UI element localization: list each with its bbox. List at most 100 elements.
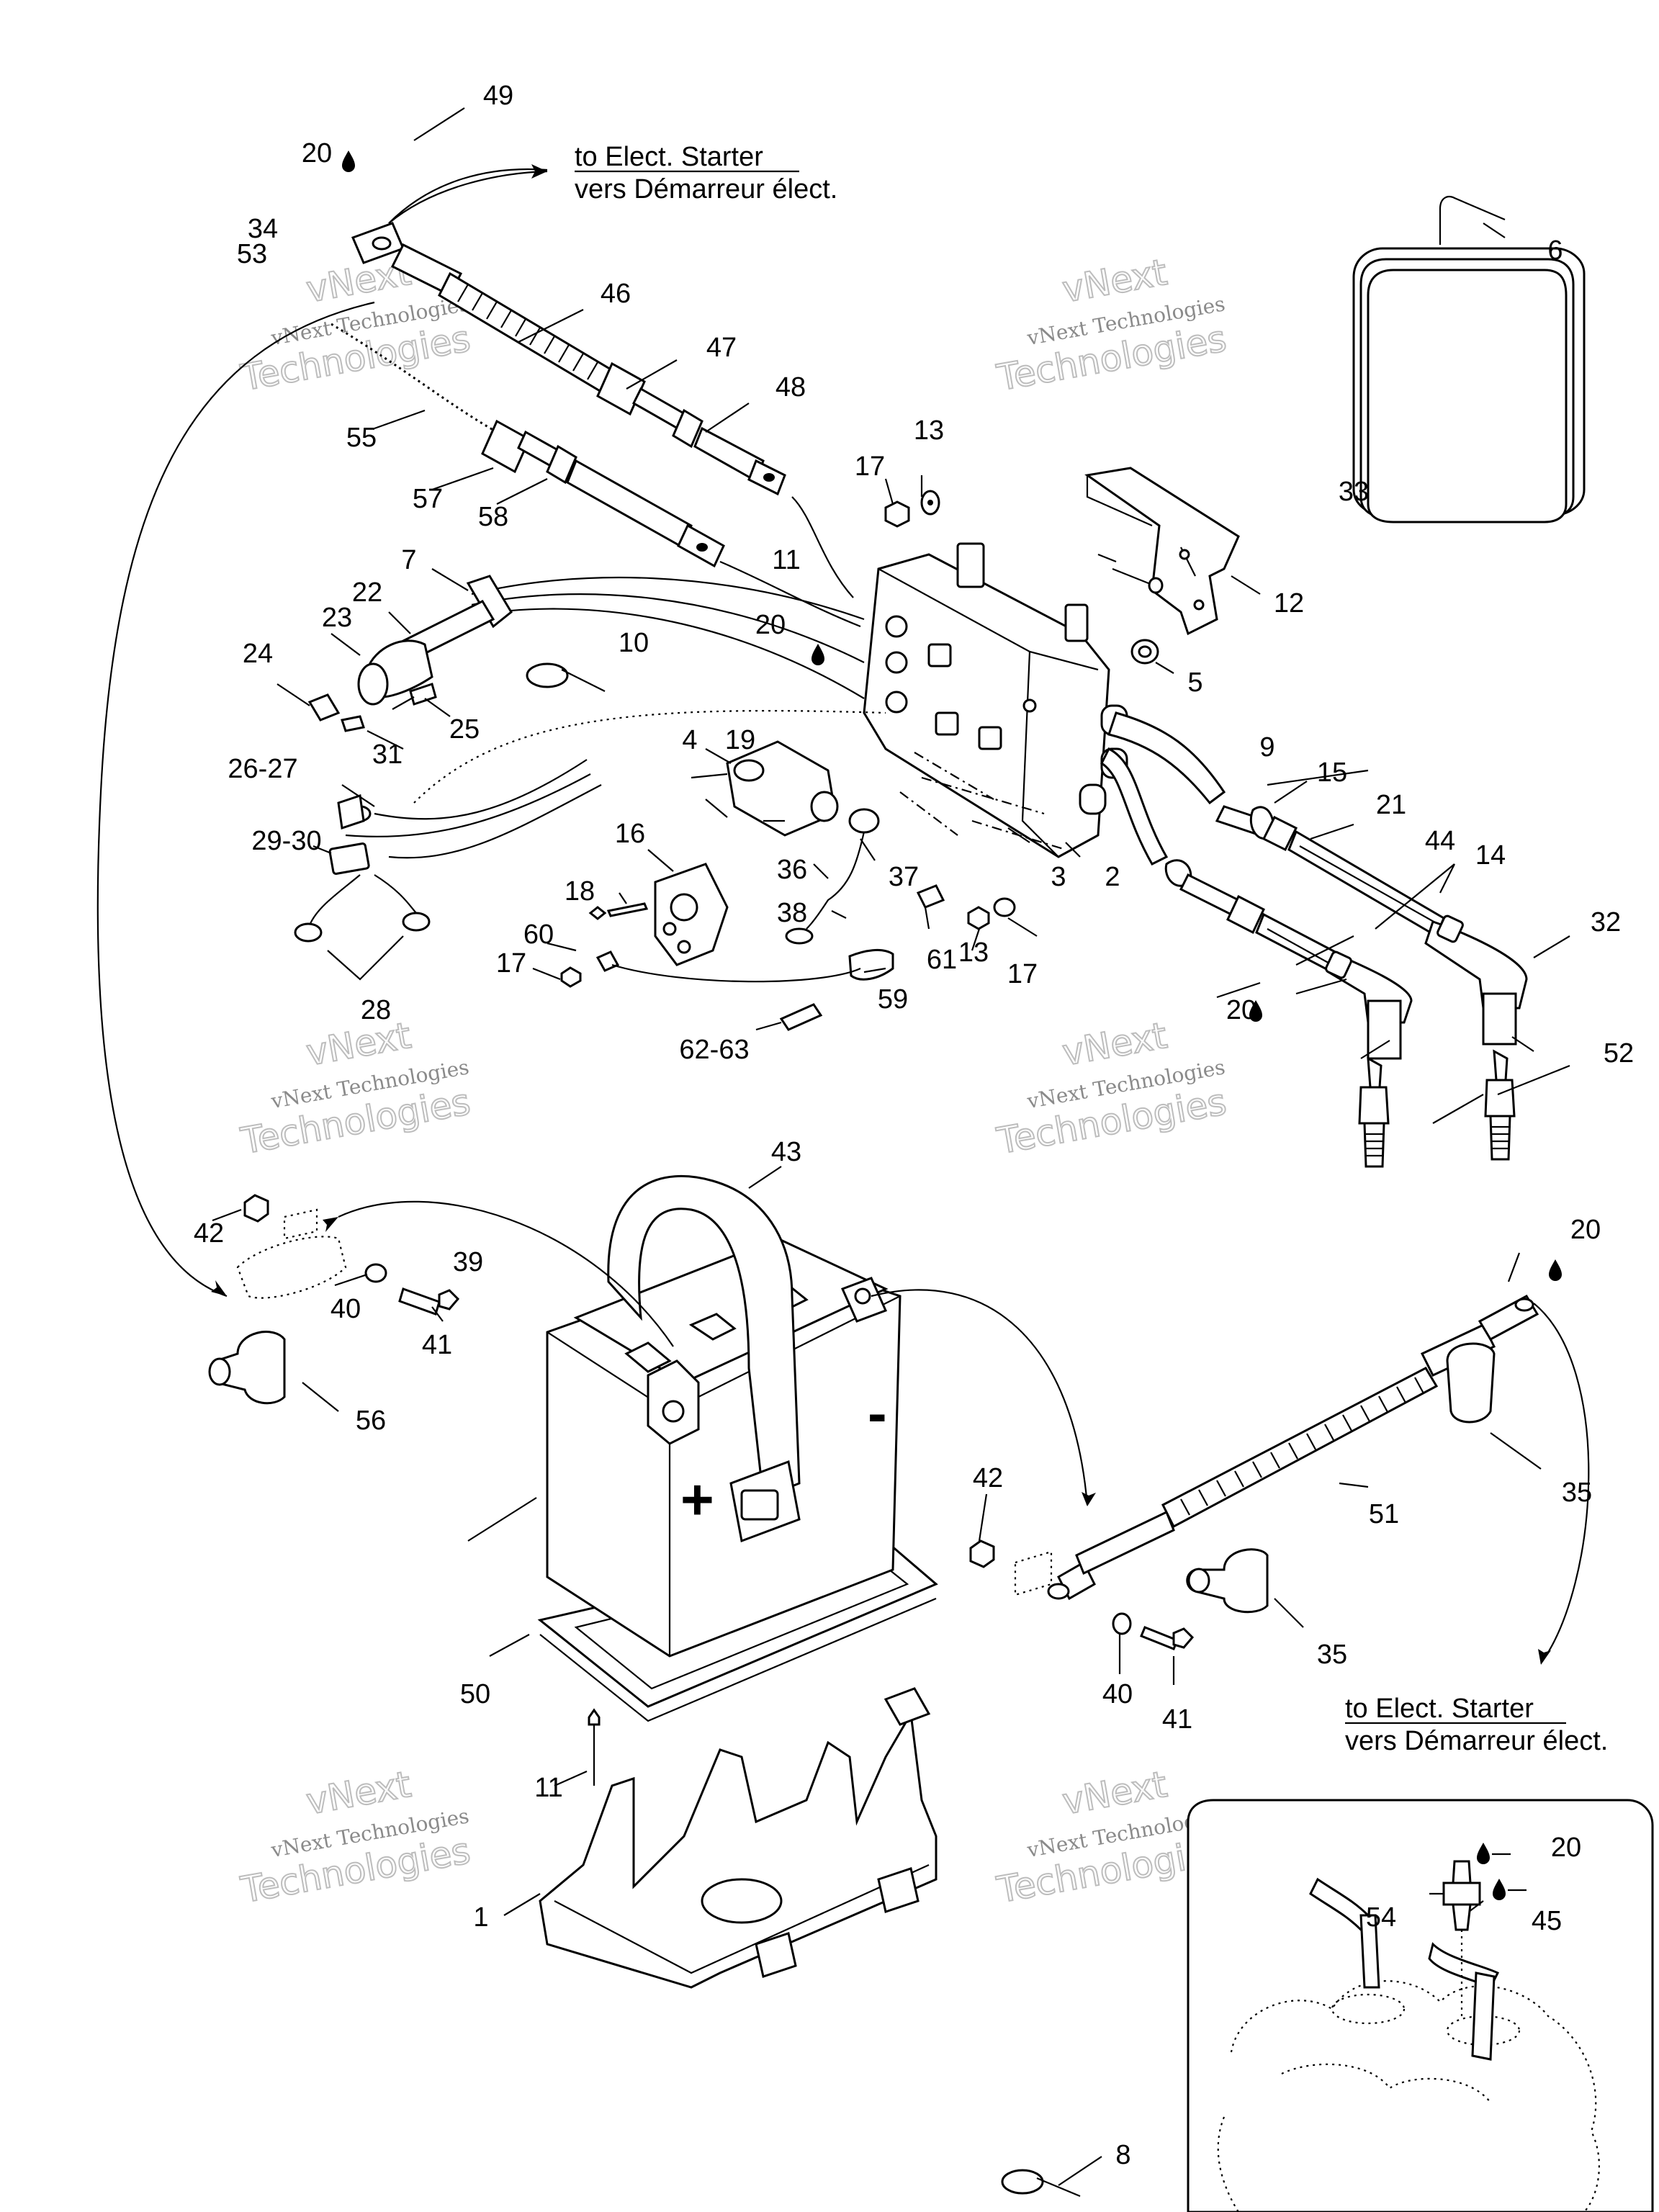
part-callout-label: 37 <box>889 862 919 892</box>
watermark-word: vNext <box>303 1015 414 1074</box>
part-callout-label: 20 <box>302 138 332 168</box>
part-callout-label: 25 <box>449 714 480 745</box>
wiring-harness <box>307 575 865 732</box>
part-callout-label: 20 <box>755 610 786 640</box>
part-callout-label: 13 <box>958 938 989 968</box>
part-callout-label: 33 <box>1339 477 1369 507</box>
cable-55 <box>331 323 725 568</box>
harness-wires <box>294 710 886 943</box>
part-callout-label: 50 <box>460 1679 490 1709</box>
destination-line-2: vers Démarreur élect. <box>1345 1726 1608 1756</box>
battery-cover <box>1352 196 1586 523</box>
battery-negative-sign: - <box>868 1381 887 1445</box>
drop-icon <box>811 644 824 665</box>
watermark: vNext vNext Technologies Technologies <box>237 1763 474 1912</box>
part-callout-label: 31 <box>372 739 403 770</box>
part-callout-label: 35 <box>1562 1478 1592 1508</box>
part-callout-label: 4 <box>682 725 697 755</box>
nut-washer-top <box>884 490 940 528</box>
negative-cable <box>969 1295 1590 1664</box>
spark-plugs <box>1358 1049 1516 1168</box>
part-callout-label: 23 <box>322 603 352 633</box>
part-callout-label: 9 <box>1259 732 1274 763</box>
part-callout-label: 13 <box>914 415 944 446</box>
part-callout-label: 55 <box>346 423 377 453</box>
part-callout-label: 29-30 <box>251 826 321 856</box>
part-callout-label: 11 <box>772 545 800 575</box>
part-callout-label: 35 <box>1317 1640 1347 1670</box>
ignition-box <box>863 542 1128 858</box>
part-callout-label: 57 <box>413 484 443 514</box>
part-callout-label: 16 <box>615 819 645 849</box>
part-callout-label: 52 <box>1604 1038 1634 1069</box>
watermark-word: vNext <box>1059 1763 1170 1822</box>
part-callout-label: 20 <box>1226 995 1256 1025</box>
cable-tie <box>1001 2169 1081 2198</box>
part-callout-label: 53 <box>237 239 267 269</box>
part-callout-label: 20 <box>1570 1215 1601 1245</box>
part-callout-label: 17 <box>1007 959 1038 989</box>
part-callout-label: 42 <box>194 1218 224 1249</box>
part-callout-label: 39 <box>453 1247 483 1277</box>
screw <box>1112 567 1153 586</box>
starter-arrow-top <box>388 170 548 224</box>
small-hardware <box>560 884 1016 1031</box>
part-callout-label: 20 <box>1551 1833 1581 1863</box>
part-callouts: 1234567891011111213131415161717171819202… <box>194 81 1634 2170</box>
part-callout-label: 24 <box>243 639 273 669</box>
watermark: vNext vNext Technologies Technologies <box>237 1014 474 1163</box>
part-callout-label: 44 <box>1425 826 1455 856</box>
part-callout-label: 36 <box>777 855 807 885</box>
part-callout-label: 10 <box>619 628 649 658</box>
starter-cable-top <box>351 168 786 496</box>
part-callout-label: 38 <box>777 898 807 928</box>
part-callout-label: 46 <box>601 279 631 309</box>
battery-positive-sign: + <box>680 1467 714 1532</box>
battery-holder <box>539 1687 938 1989</box>
part-callout-label: 22 <box>352 577 382 608</box>
part-callout-label: 17 <box>496 948 526 979</box>
part-callout-label: 18 <box>565 876 595 907</box>
part-callout-label: 2 <box>1105 862 1120 892</box>
part-callout-label: 43 <box>771 1137 801 1167</box>
bracket <box>1084 467 1240 636</box>
destination-line-1: to Elect. Starter <box>1345 1694 1534 1724</box>
engine-inset <box>1187 1799 1654 2212</box>
left-terminal-hardware <box>208 1194 460 1405</box>
destination-label-bottom: to Elect. Starter vers Démarreur élect. <box>1345 1694 1608 1756</box>
leader-lines <box>212 107 1570 2186</box>
watermark-word: vNext <box>1059 1015 1170 1074</box>
part-callout-label: 48 <box>775 372 806 403</box>
part-callout-label: 58 <box>478 502 508 532</box>
destination-label-top: to Elect. Starter vers Démarreur élect. <box>575 142 837 204</box>
watermark-word: vNext <box>303 1763 414 1822</box>
cable-routing-line <box>96 301 375 1298</box>
part-callout-label: 40 <box>1102 1679 1133 1709</box>
watermark: vNext vNext Technologies Technologies <box>993 1014 1230 1163</box>
part-callout-label: 62-63 <box>679 1035 749 1065</box>
watermark: vNext vNext Technologies Technologies <box>993 251 1230 400</box>
part-callout-label: 41 <box>422 1330 452 1360</box>
spark-plug-wires <box>1100 711 1534 1060</box>
part-callout-label: 34 <box>248 214 278 244</box>
part-callout-label: 41 <box>1162 1704 1192 1735</box>
part-callout-label: 40 <box>331 1294 361 1324</box>
destination-line-1: to Elect. Starter <box>575 142 763 172</box>
part-callout-label: 59 <box>878 984 908 1015</box>
part-callout-label: 56 <box>356 1406 386 1436</box>
drop-icon <box>342 150 355 172</box>
part-callout-label: 11 <box>534 1773 562 1803</box>
part-callout-label: 21 <box>1376 790 1406 820</box>
part-callout-label: 6 <box>1547 235 1563 266</box>
part-callout-label: 19 <box>725 725 755 755</box>
drop-icon <box>1549 1259 1562 1281</box>
part-callout-label: 49 <box>483 81 513 111</box>
part-callout-label: 42 <box>973 1463 1003 1493</box>
part-callout-label: 12 <box>1274 588 1304 619</box>
part-callout-label: 51 <box>1369 1499 1399 1529</box>
part-callout-label: 61 <box>927 945 957 975</box>
destination-line-2: vers Démarreur élect. <box>575 174 837 204</box>
part-callout-label: 54 <box>1366 1902 1396 1933</box>
part-callout-label: 28 <box>361 995 391 1025</box>
